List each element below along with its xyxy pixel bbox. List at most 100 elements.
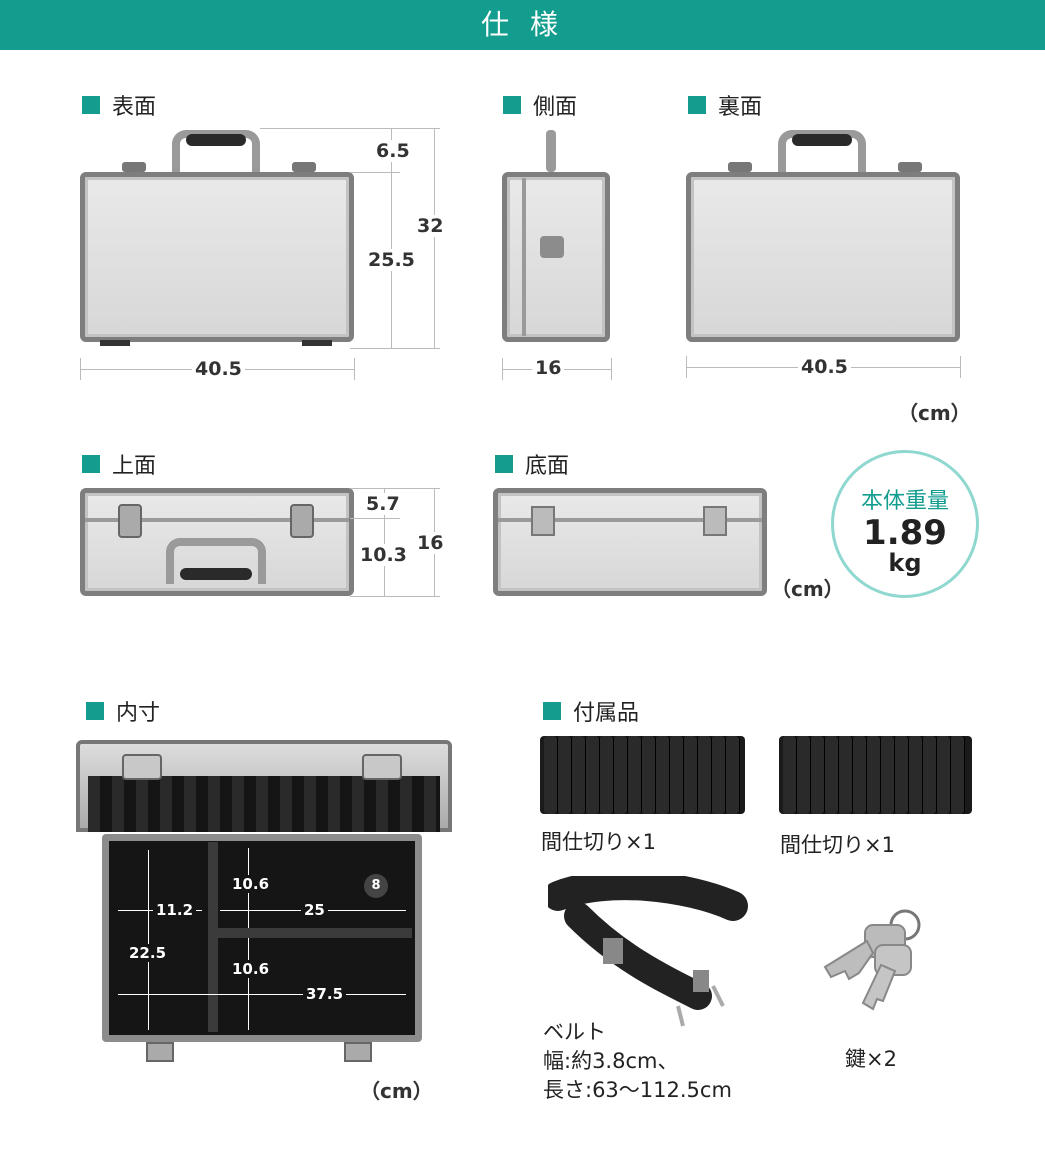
latch-left [122,754,162,780]
divider-caption: 間仕切り×1 [541,830,656,854]
case-foot [344,1042,372,1062]
belt-width: 幅:約3.8cm、 [543,1049,679,1073]
interior-top-height-label: 10.6 [229,875,273,893]
bullet-square-icon [82,455,100,473]
top-base-label: 10.3 [357,544,410,566]
dimension-line [502,358,503,380]
front-body-height-label: 25.5 [365,249,418,271]
latch-right [898,162,922,172]
unit-label: （cm） [898,401,971,425]
case-front-body [80,172,354,342]
section-accessories: 付属品 [543,695,639,727]
divider-caption: 間仕切り×1 [780,833,895,857]
section-interior-label: 内寸 [116,701,161,726]
case-handle-grip [180,568,252,580]
latch-left [122,162,146,172]
bullet-square-icon [495,455,513,473]
weight-unit: kg [888,549,922,577]
bottom-view [493,488,768,596]
latch-right [292,162,316,172]
belt-title: ベルト [543,1020,606,1044]
dimension-line [350,518,400,519]
latch-right [362,754,402,780]
dimension-line [350,172,400,173]
section-back-label: 裏面 [718,95,763,120]
lid-seam [498,518,762,522]
dimension-line [384,488,385,596]
section-side: 側面 [503,89,577,121]
section-back: 裏面 [688,89,762,121]
bullet-square-icon [688,96,706,114]
section-top: 上面 [82,448,156,480]
divider-foam-image [540,736,745,814]
front-width-label: 40.5 [192,358,245,380]
interior-divider-vertical [208,842,218,1032]
key-image [823,909,921,1011]
case-foot [100,340,130,346]
dimension-line [118,994,406,995]
section-bottom: 底面 [495,448,569,480]
unit-label: （cm） [771,577,844,601]
dimension-line [350,488,440,489]
back-view [686,128,966,348]
shoulder-belt-image [548,876,748,1027]
dimension-line [354,358,355,380]
dimension-line [260,128,440,129]
dimension-line [686,356,687,378]
section-accessories-label: 付属品 [573,701,640,726]
case-back-body [686,172,960,342]
hinge-left [531,506,555,536]
side-view [502,128,612,348]
belt-length: 長さ:63〜112.5cm [543,1078,732,1102]
page-title: 仕 様 [0,0,1045,50]
unit-label: （cm） [360,1079,433,1103]
interior-bottom-height-label: 10.6 [229,960,273,978]
side-seam [522,178,526,336]
lid-foam [88,776,440,832]
dimension-line [148,850,149,1030]
interior-divider-horizontal [218,928,412,938]
side-depth-label: 16 [532,357,565,379]
dimension-line [611,358,612,380]
section-side-label: 側面 [533,95,578,120]
weight-badge: 本体重量 1.89 kg [831,450,979,598]
open-case [76,740,456,1065]
dimension-line [391,128,392,348]
side-bracket [540,236,564,258]
bullet-square-icon [503,96,521,114]
interior-total-height-label: 22.5 [126,944,170,962]
case-handle-grip [792,134,852,146]
dimension-line [350,596,440,597]
bullet-square-icon [543,702,561,720]
case-interior [102,834,422,1042]
top-lid-label: 5.7 [363,493,403,515]
bullet-square-icon [82,96,100,114]
bullet-square-icon [86,702,104,720]
case-bottom-body [493,488,767,596]
front-view [80,128,360,348]
hinge-right [703,506,727,536]
front-total-height-label: 32 [414,215,447,237]
dimension-line [248,938,249,1030]
weight-value: 1.89 [863,513,947,553]
dimension-line [80,358,81,380]
section-top-label: 上面 [112,454,157,479]
back-width-label: 40.5 [798,356,851,378]
key-caption: 鍵×2 [845,1047,897,1071]
corner-radius-badge: 8 [364,874,388,898]
latch-right [290,504,314,538]
weight-label: 本体重量 [860,489,949,514]
top-view [80,488,355,596]
case-foot [146,1042,174,1062]
side-handle [546,130,556,172]
front-handle-height-label: 6.5 [373,140,413,162]
dimension-line [350,348,440,349]
section-bottom-label: 底面 [525,454,570,479]
case-handle-grip [186,134,246,146]
section-front-label: 表面 [112,95,157,120]
latch-left [118,504,142,538]
lid-seam [85,518,349,522]
case-handle [166,538,266,584]
latch-left [728,162,752,172]
interior-small-width-label: 11.2 [153,901,197,919]
